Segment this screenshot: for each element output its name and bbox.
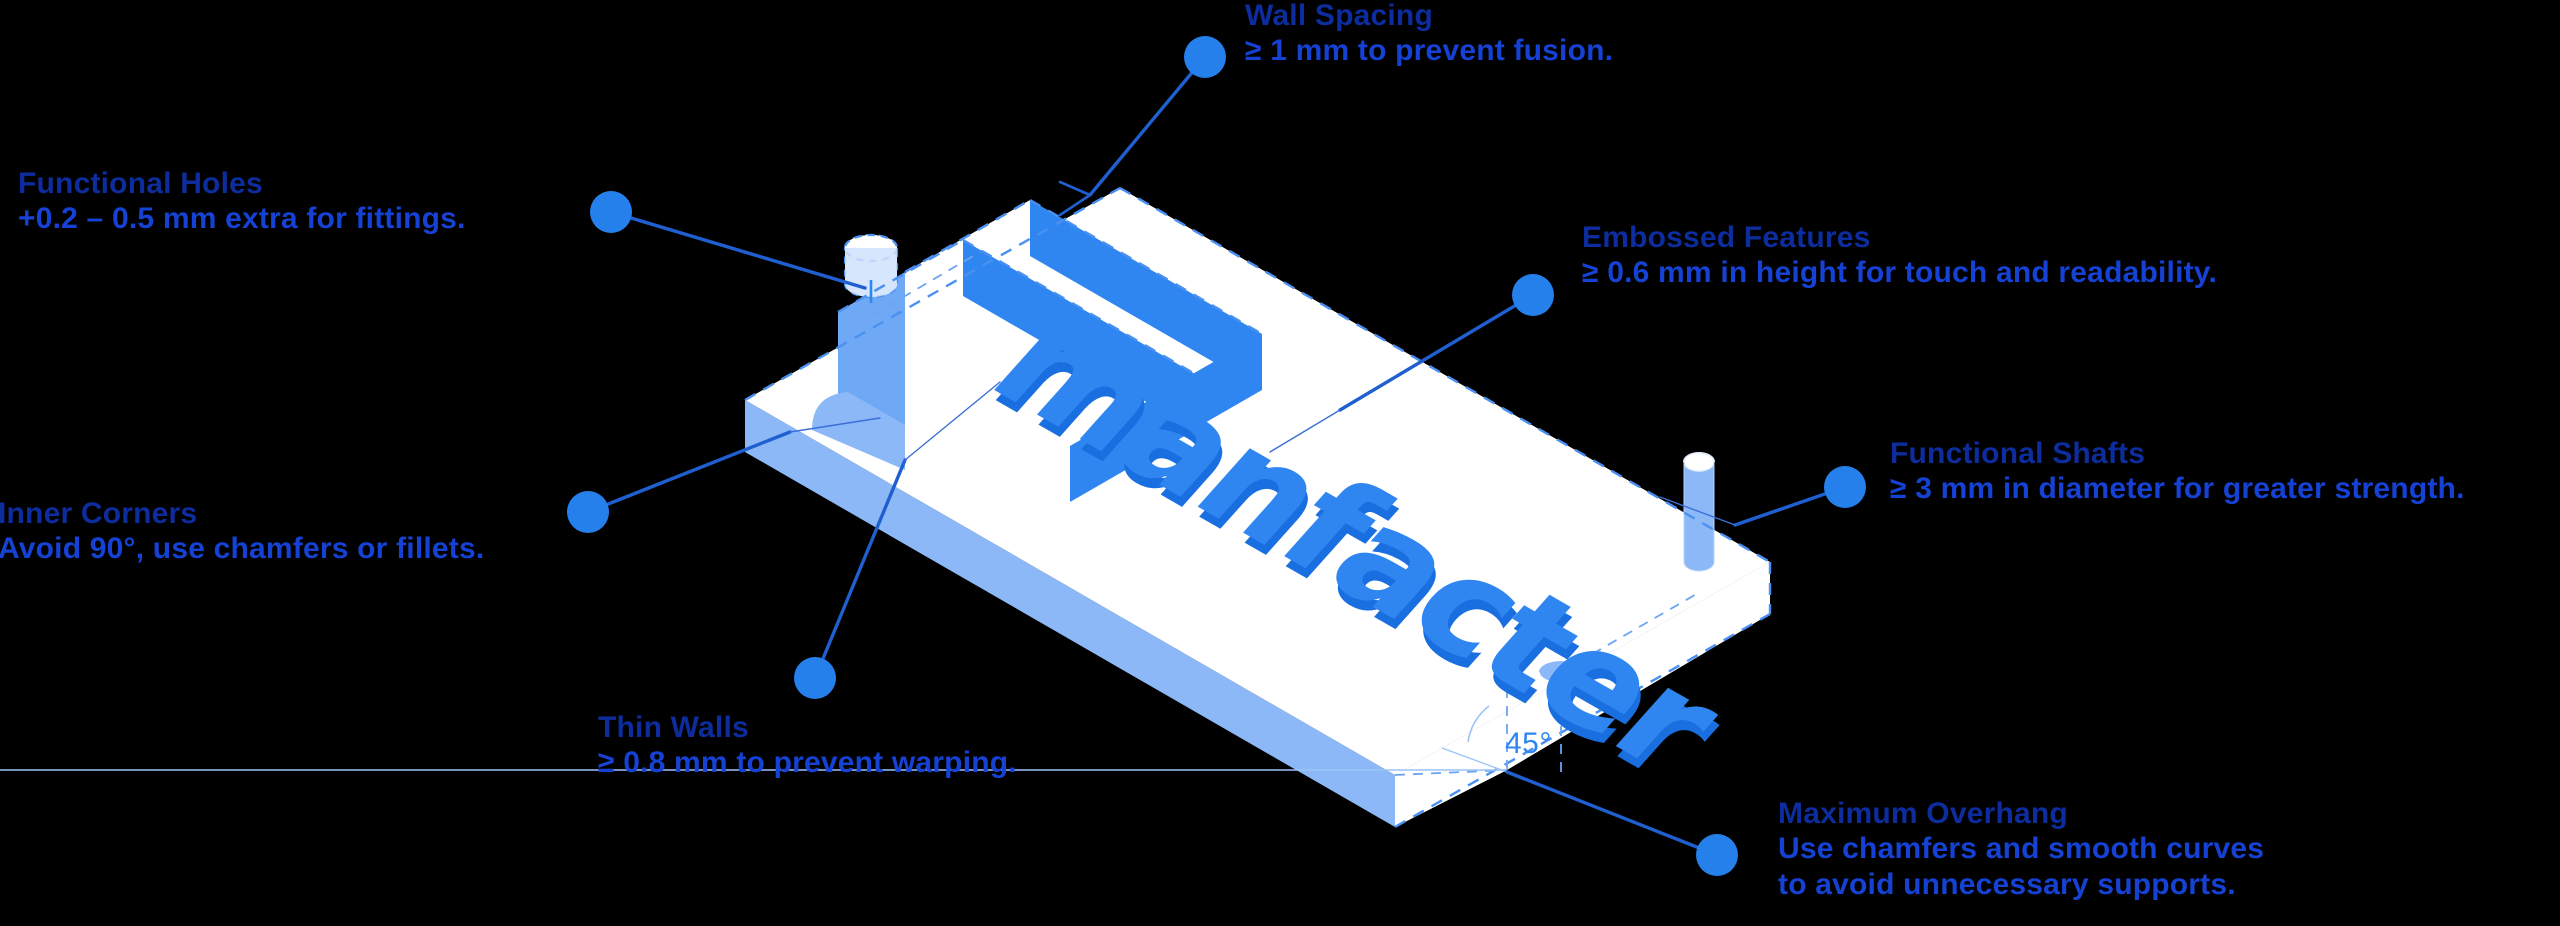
leader-overhang	[1505, 770, 1719, 857]
callout-body: ≥ 3 mm in diameter for greater strength.	[1890, 472, 2465, 506]
callout-title: Wall Spacing	[1245, 0, 1433, 32]
leader-embossed	[1338, 293, 1535, 412]
callout-title: Functional Shafts	[1890, 437, 2146, 470]
callout-wall-spacing: Wall Spacing ≥ 1 mm to prevent fusion.	[1245, 0, 1613, 69]
callout-thin-walls: Thin Walls ≥ 0.8 mm to prevent warping.	[598, 710, 1017, 781]
callout-body: ≥ 1 mm to prevent fusion.	[1245, 34, 1614, 68]
dashed-hidden-edges	[870, 251, 1701, 776]
raised-wall-2	[838, 240, 1195, 502]
leader-thin-walls	[813, 458, 907, 680]
leader-functional-holes	[609, 210, 867, 290]
marker-dot-wall-spacing[interactable]	[1184, 36, 1226, 78]
callout-body-2: to avoid unnecessary supports.	[1778, 867, 2236, 901]
callout-body: Use chamfers and smooth curves	[1778, 832, 2265, 866]
callout-body: +0.2 – 0.5 mm extra for fittings.	[18, 202, 466, 236]
leader-inner-corners	[586, 430, 792, 514]
dashed-construction-lines	[744, 186, 1772, 829]
callout-embossed-features: Embossed Features ≥ 0.6 mm in height for…	[1582, 220, 2217, 291]
marker-dot-embossed-features[interactable]	[1512, 274, 1554, 316]
functional-shaft-cylinder	[1683, 452, 1715, 572]
callout-functional-shafts: Functional Shafts ≥ 3 mm in diameter for…	[1890, 436, 2465, 507]
leader-wall-spacing	[1088, 55, 1207, 197]
marker-dot-thin-walls[interactable]	[794, 657, 836, 699]
callout-title: Maximum Overhang	[1778, 797, 2068, 830]
callout-title: Thin Walls	[598, 711, 749, 744]
angle-45-label: 45°	[1505, 727, 1552, 760]
marker-dot-maximum-overhang[interactable]	[1696, 834, 1738, 876]
marker-dot-functional-shafts[interactable]	[1824, 466, 1866, 508]
marker-dot-functional-holes[interactable]	[590, 191, 632, 233]
callout-maximum-overhang: Maximum Overhang Use chamfers and smooth…	[1778, 796, 2264, 902]
angle-construction	[0, 660, 1508, 773]
callout-title: Embossed Features	[1582, 221, 1871, 254]
leader-lines	[586, 55, 1847, 857]
functional-hole	[843, 233, 899, 329]
callout-title: Inner Corners	[0, 497, 198, 530]
callout-title: Functional Holes	[18, 167, 263, 200]
callout-functional-holes: Functional Holes +0.2 – 0.5 mm extra for…	[18, 166, 466, 237]
callout-body: ≥ 0.8 mm to prevent warping.	[598, 746, 1017, 780]
callout-markers	[567, 36, 1866, 876]
marker-dot-inner-corners[interactable]	[567, 491, 609, 533]
callout-body: Avoid 90°, use chamfers or fillets.	[0, 532, 485, 566]
callout-inner-corners: Inner Corners Avoid 90°, use chamfers or…	[0, 496, 484, 567]
callout-body: ≥ 0.6 mm in height for touch and readabi…	[1582, 256, 2217, 290]
overhang-chamfer	[1395, 562, 1770, 827]
